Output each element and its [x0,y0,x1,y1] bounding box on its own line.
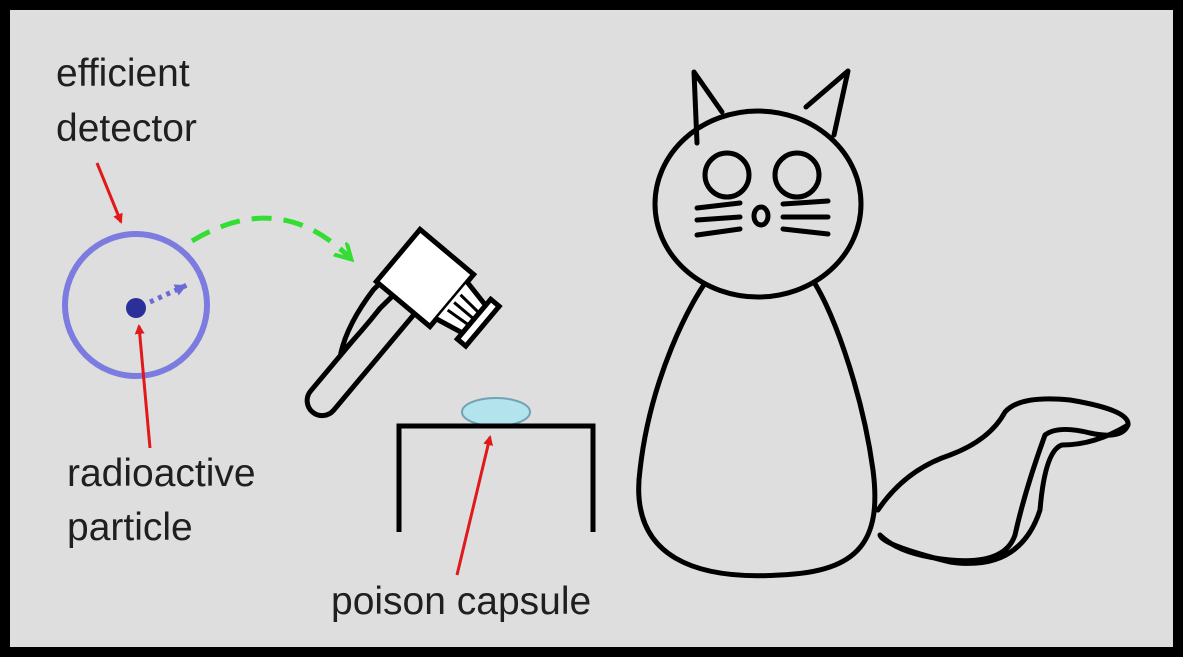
poison-capsule [462,398,530,426]
particle-label-line2: particle [67,505,193,551]
cat-whisker [783,201,828,204]
particle-label-line1: radioactive [67,451,256,497]
detector-label-line2: detector [56,106,197,152]
cat-whisker [697,217,740,220]
radioactive-particle [126,298,146,318]
capsule-label: poison capsule [331,579,591,625]
cat-head [655,111,861,297]
detector-label-line1: efficient [56,51,190,97]
